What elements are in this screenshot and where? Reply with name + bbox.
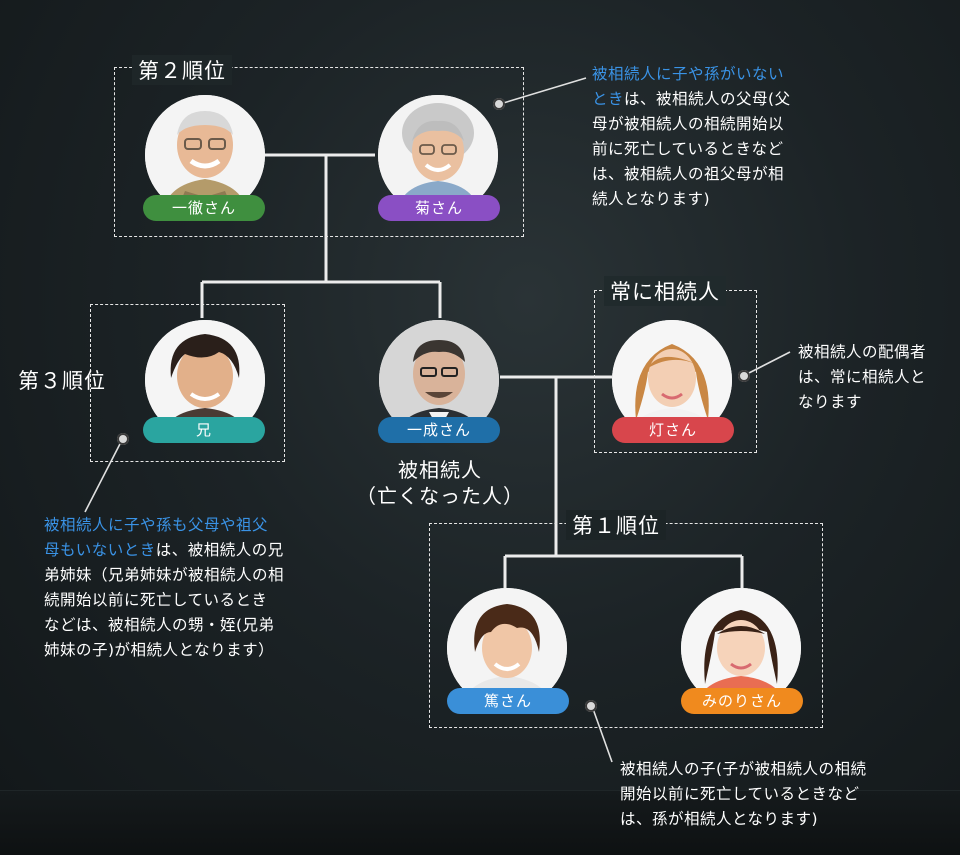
children-note-pin — [585, 700, 597, 712]
deceased-badge: 一成さん — [378, 417, 500, 443]
parents-note-highlight: 被相続人に子や孫がいない とき — [592, 65, 785, 108]
son-badge: 篤さん — [447, 688, 569, 714]
spouse-badge: 灯さん — [612, 417, 734, 443]
siblings-note-text: は、被相続人の兄 弟姉妹（兄弟姉妹が被相続人の相 続開始以前に死亡しているとき … — [44, 541, 285, 659]
children-note: 被相続人の子(子が被相続人の相続 開始以前に死亡しているときなど は、孫が相続人… — [620, 757, 920, 832]
parents-note-pin — [493, 98, 505, 110]
deceased-caption-line1: 被相続人 — [398, 458, 482, 482]
children-note-pointer — [591, 705, 613, 763]
children-note-text: 被相続人の子(子が被相続人の相続 開始以前に死亡しているときなど は、孫が相続人… — [620, 760, 867, 828]
deceased-caption-line2: （亡くなった人） — [356, 484, 524, 508]
second-rank-box — [114, 67, 524, 237]
third-rank-label: 第３順位 — [18, 369, 106, 393]
spouse-note-text: 被相続人の配偶者 は、常に相続人と なります — [798, 343, 927, 411]
parents-note: 被相続人に子や孫がいない ときは、被相続人の父母(父 母が被相続人の相続開始以 … — [592, 62, 842, 212]
spouse-note-pointer — [744, 351, 791, 376]
floor-band — [0, 790, 960, 855]
brother-badge: 兄 — [143, 417, 265, 443]
always-heir-label: 常に相続人 — [604, 276, 726, 306]
siblings-note-pointer — [84, 439, 123, 513]
siblings-note-highlight: 被相続人に子や孫も父母や祖父 母もいないとき — [44, 516, 269, 559]
grandmother-badge: 菊さん — [378, 195, 500, 221]
second-rank-label: 第２順位 — [132, 55, 232, 85]
parents-note-pointer — [499, 77, 587, 105]
third-rank-box — [90, 304, 285, 462]
parents-note-text: は、被相続人の父母(父 母が被相続人の相続開始以 前に死亡しているときなど は、… — [592, 90, 791, 208]
deceased-caption: 被相続人 （亡くなった人） — [355, 457, 525, 509]
spouse-note: 被相続人の配偶者 は、常に相続人と なります — [798, 340, 958, 415]
grandfather-badge: 一徹さん — [143, 195, 265, 221]
spouse-note-pin — [738, 370, 750, 382]
siblings-note-pin — [117, 433, 129, 445]
first-rank-label: 第１順位 — [566, 510, 666, 540]
siblings-note: 被相続人に子や孫も父母や祖父 母もいないときは、被相続人の兄 弟姉妹（兄弟姉妹が… — [44, 513, 344, 663]
daughter-badge: みのりさん — [681, 688, 803, 714]
